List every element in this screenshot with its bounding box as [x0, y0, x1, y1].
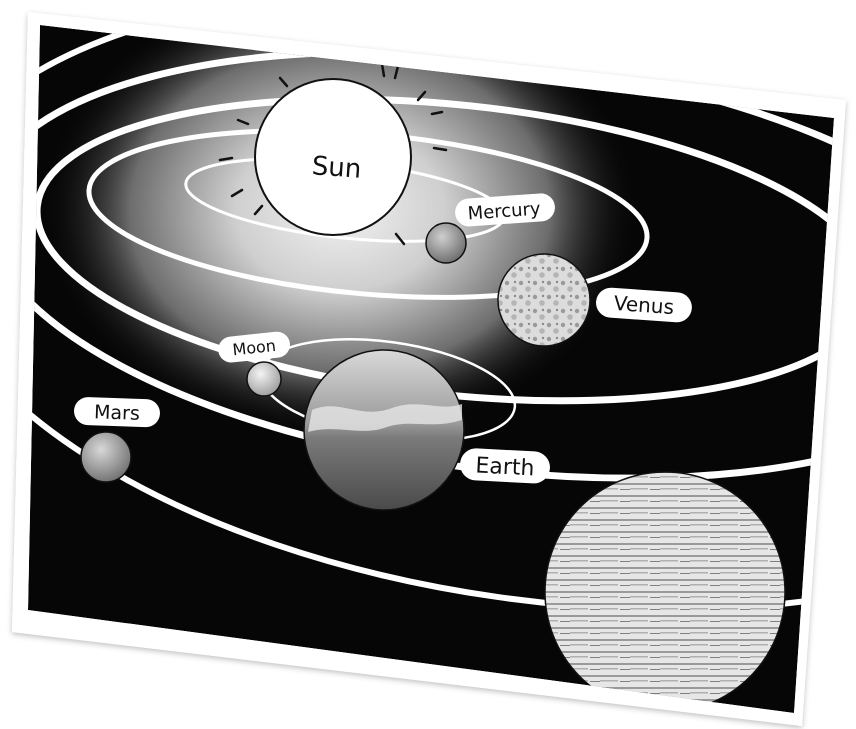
- sun-label: Sun: [311, 151, 362, 184]
- earth-label-text: Earth: [475, 453, 535, 481]
- mars-label: Mars: [74, 397, 161, 428]
- space-panel: [0, 0, 856, 713]
- mars-planet: [81, 432, 131, 482]
- venus-planet: [498, 254, 590, 346]
- moon-body: [247, 362, 281, 396]
- earth-label: Earth: [459, 448, 551, 485]
- jupiter-planet: [545, 472, 785, 712]
- venus-label-text: Venus: [613, 291, 675, 319]
- mercury-planet: [426, 223, 466, 263]
- mars-label-text: Mars: [94, 401, 140, 425]
- earth-planet: [304, 350, 464, 510]
- sun-label-text: Sun: [311, 151, 362, 184]
